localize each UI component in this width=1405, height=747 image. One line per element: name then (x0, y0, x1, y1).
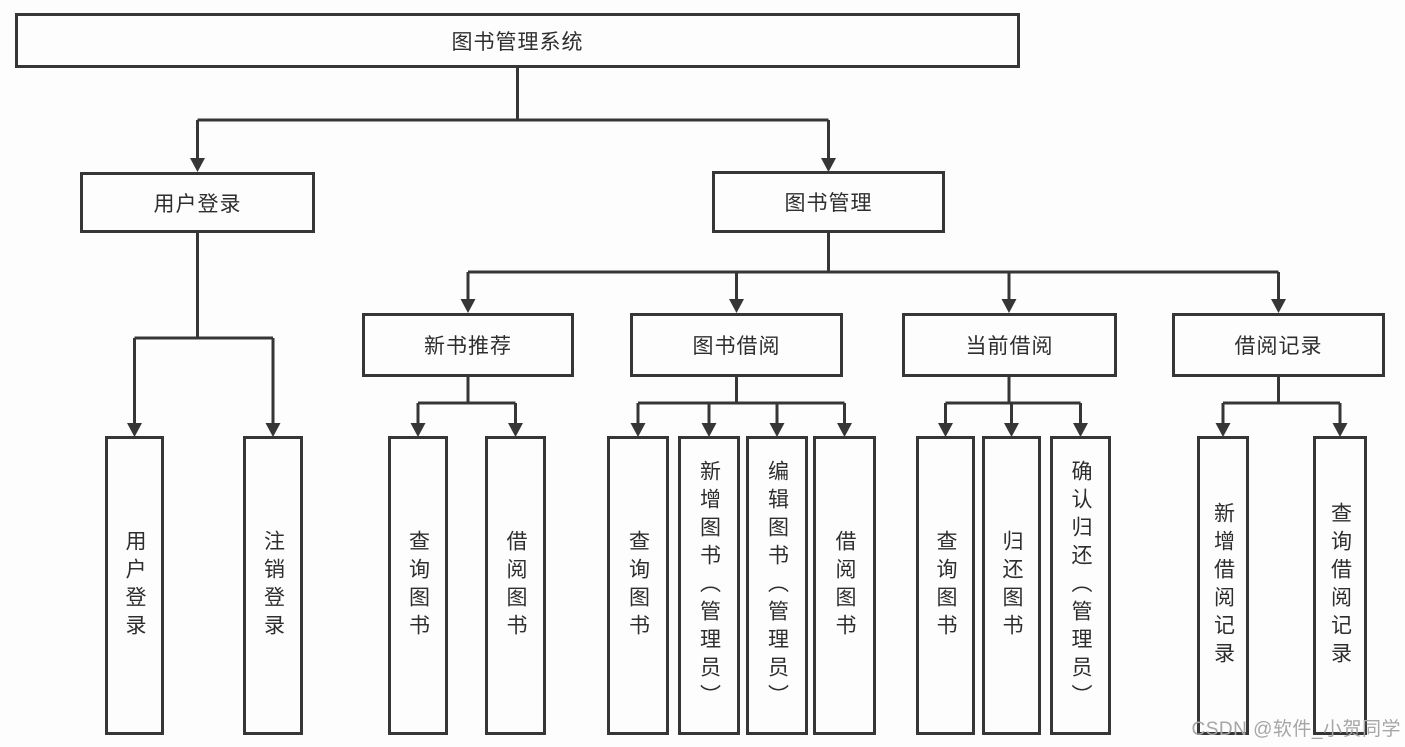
connector-borrow-records-branch (1215, 377, 1348, 437)
connector-current-borrow-branch (938, 377, 1088, 437)
node-new-book-recommend: 新书推荐 (362, 313, 574, 377)
connector-new-book-recommend-branch (410, 377, 523, 437)
connector-user-login-branch (127, 233, 281, 437)
leaf-bb-add-book-admin: 新增图书（管理员） (678, 436, 740, 735)
node-user-login: 用户登录 (80, 172, 315, 233)
leaf-br-add-record: 新增借阅记录 (1197, 436, 1249, 735)
connector-book-management-branch (460, 233, 1286, 313)
leaf-bb-edit-book-admin: 编辑图书（管理员） (746, 436, 808, 735)
node-book-management: 图书管理 (712, 171, 945, 233)
leaf-cb-query-book: 查询图书 (916, 436, 975, 735)
leaf-user-login: 用户登录 (105, 436, 164, 735)
leaf-cb-confirm-return-admin: 确认归还（管理员） (1050, 436, 1111, 735)
leaf-nbr-query-book: 查询图书 (388, 436, 448, 735)
leaf-br-query-record: 查询借阅记录 (1313, 436, 1367, 735)
leaf-bb-borrow-book: 借阅图书 (813, 436, 876, 735)
node-borrow-records: 借阅记录 (1172, 313, 1385, 377)
leaf-nbr-borrow-book: 借阅图书 (485, 436, 546, 735)
node-book-borrow: 图书借阅 (630, 313, 843, 377)
node-root: 图书管理系统 (15, 13, 1020, 68)
connector-root-to-level2 (190, 68, 836, 172)
leaf-cb-return-book: 归还图书 (982, 436, 1041, 735)
leaf-logout: 注销登录 (243, 436, 303, 735)
connector-book-borrow-branch (630, 377, 852, 437)
leaf-bb-query-book: 查询图书 (607, 436, 669, 735)
node-current-borrow: 当前借阅 (902, 313, 1117, 377)
